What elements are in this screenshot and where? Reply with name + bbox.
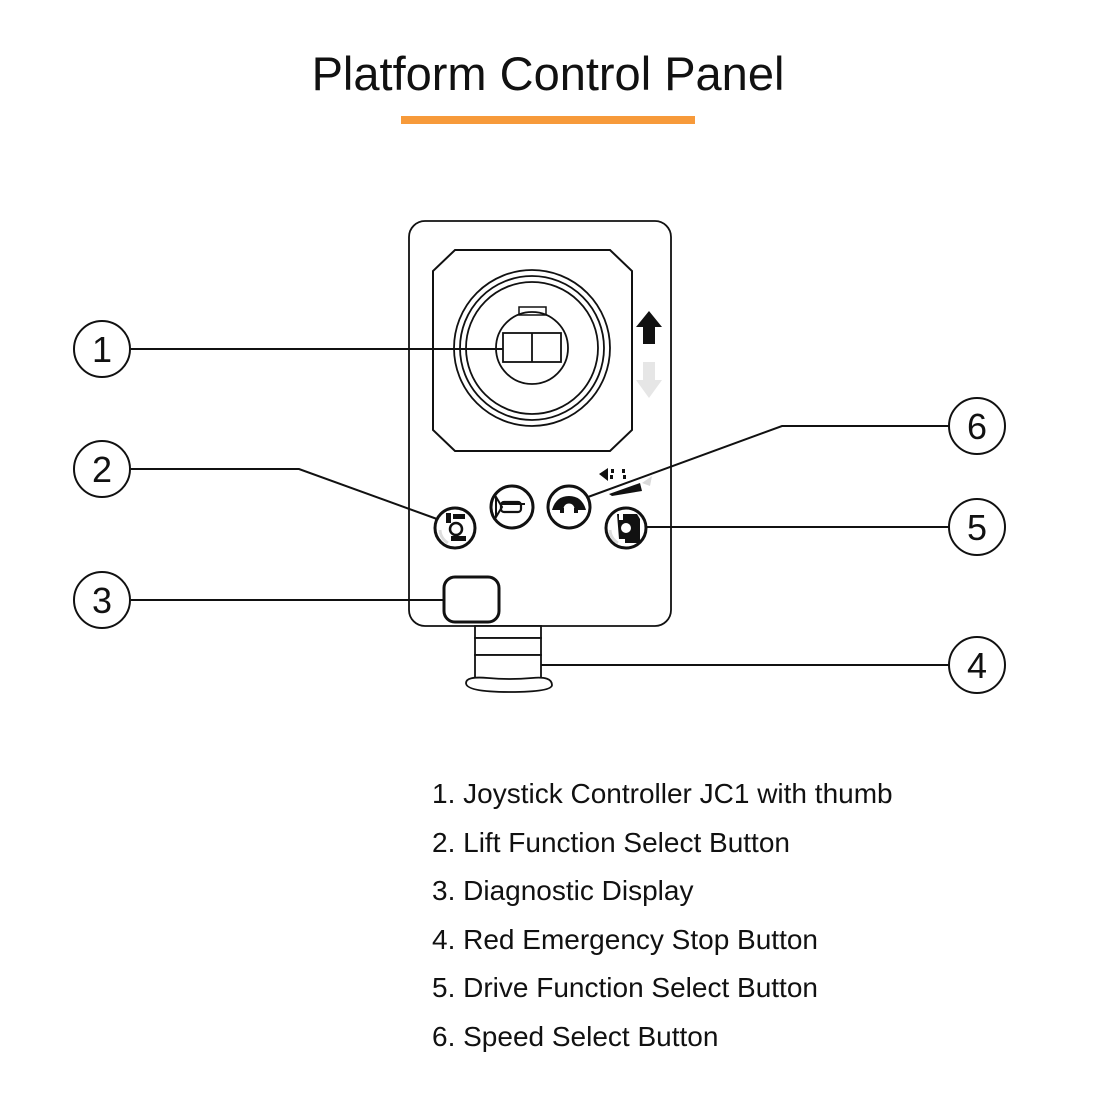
legend-item: 4. Red Emergency Stop Button	[432, 923, 818, 955]
speed-select-button[interactable]	[546, 484, 592, 530]
speed-turtle-icon	[552, 496, 586, 515]
callout-number: 6	[967, 406, 987, 447]
callout-number: 4	[967, 645, 987, 686]
horn-button[interactable]	[489, 484, 535, 530]
leader-line-6	[587, 425, 949, 498]
horn-icon	[495, 493, 525, 521]
legend-item: 3. Diagnostic Display	[432, 875, 694, 906]
callout-number: 5	[967, 507, 987, 548]
callout-1: 1	[73, 320, 131, 378]
legend-item: 1. Joystick Controller JC1 with thumb	[432, 778, 893, 809]
callout-2: 2	[73, 440, 131, 498]
drive-icon	[608, 514, 640, 545]
arrow-up-icon	[636, 311, 662, 344]
callout-number: 1	[92, 329, 112, 370]
emergency-stop-button[interactable]	[465, 625, 553, 693]
arrow-down-icon	[636, 362, 662, 398]
callout-6: 6	[948, 397, 1006, 455]
title-underline	[401, 116, 695, 124]
callout-5: 5	[948, 498, 1006, 556]
joystick-base	[432, 249, 633, 452]
drive-function-select-button[interactable]	[604, 506, 648, 550]
leader-line-2	[131, 468, 438, 520]
diagnostic-display	[442, 575, 501, 624]
lift-icon	[438, 513, 466, 545]
legend-item: 6. Speed Select Button	[432, 1020, 719, 1052]
legend-item: 2. Lift Function Select Button	[432, 826, 790, 858]
page-title: Platform Control Panel	[311, 47, 785, 100]
callout-number: 2	[92, 449, 112, 490]
callout-number: 3	[92, 580, 112, 621]
speed-range-icon	[599, 468, 652, 496]
lift-function-select-button[interactable]	[433, 506, 477, 550]
callout-4: 4	[948, 636, 1006, 694]
callout-3: 3	[73, 571, 131, 629]
legend-list: 1. Joystick Controller JC1 with thumb 2.…	[432, 770, 893, 1061]
legend-item: 5. Drive Function Select Button	[432, 972, 818, 1003]
joystick-thumb-tab	[518, 306, 547, 316]
